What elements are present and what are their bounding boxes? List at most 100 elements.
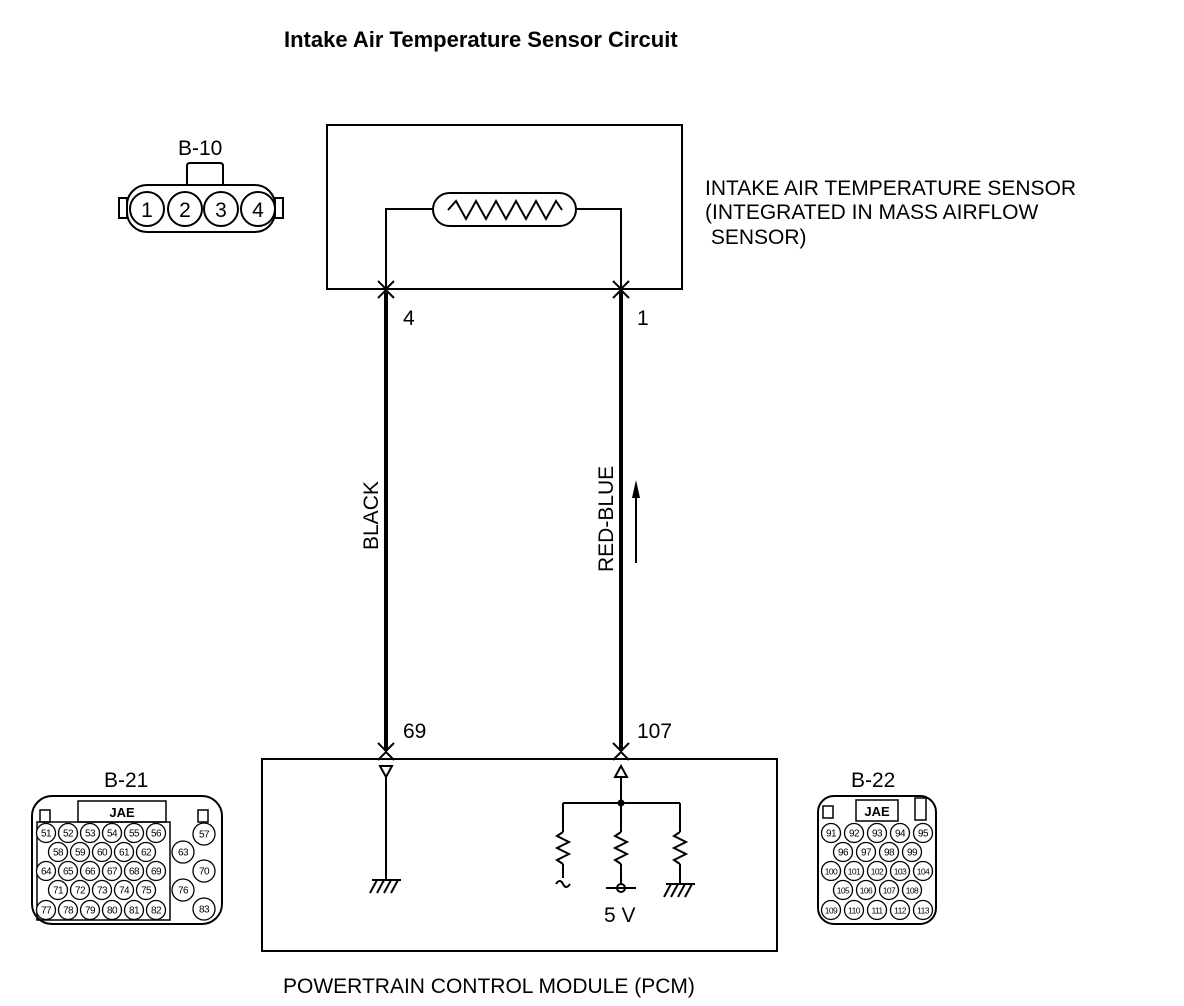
connector-b22-pin-label: 91 [826, 829, 837, 840]
connector-b21-pin: 72 [69, 879, 91, 901]
connector-b22-pin-label: 99 [907, 848, 918, 859]
connector-b22-pin-label: 107 [883, 886, 896, 896]
connector-b21-pin: 68 [123, 860, 145, 882]
connector-b21-pin-label: 67 [107, 867, 118, 878]
connector-b10-pin-label: 2 [179, 199, 191, 222]
connector-b21-pin-label: 51 [41, 829, 52, 840]
connector-b21-pin-label: 83 [199, 905, 210, 916]
connector-b10-tab-right [274, 197, 284, 219]
connector-b21-pin-label: 71 [53, 886, 64, 897]
terminal-arrow-icon [377, 750, 395, 761]
connector-b22-pin-label: 110 [848, 906, 861, 916]
pcm-label: POWERTRAIN CONTROL MODULE (PCM) [283, 975, 695, 998]
connector-b21-pin: 53 [79, 822, 101, 844]
input-triangle-icon [378, 765, 394, 780]
connector-b10-pin: 3 [203, 191, 239, 227]
sensor-label-line-1: INTAKE AIR TEMPERATURE SENSOR [705, 177, 1076, 200]
connector-b22-pin: 113 [912, 899, 934, 921]
connector-b21-pin: 81 [123, 899, 145, 921]
connector-b21-pin: 65 [57, 860, 79, 882]
terminal-arrow-icon [612, 288, 630, 299]
connector-b21-pin-label: 69 [151, 867, 162, 878]
connector-b21-pin-label: 62 [141, 848, 152, 859]
connector-b21-pin: 58 [47, 841, 69, 863]
connector-b21-id: B-21 [104, 769, 148, 792]
connector-b21-pin: 57 [192, 822, 216, 846]
connector-b21-pin: 69 [145, 860, 167, 882]
connector-b21-brand: JAE [109, 805, 135, 820]
resistor-icon [606, 803, 636, 893]
connector-b22-pin-label: 105 [837, 886, 850, 896]
connector-b22-pin: 101 [843, 860, 865, 882]
connector-b21-pin: 63 [171, 840, 195, 864]
connector-b22-pin: 110 [843, 899, 865, 921]
connector-b21-pin-label: 60 [97, 848, 108, 859]
signal-ground-icon [555, 880, 571, 888]
connector-b22-pin-label: 108 [906, 886, 919, 896]
connector-b22-pin-label: 112 [894, 906, 907, 916]
connector-b22-pin-label: 109 [825, 906, 838, 916]
connector-b21-pin-label: 58 [53, 848, 64, 859]
wire-color-red-blue: RED-BLUE [595, 466, 618, 572]
connector-b22-key-left [822, 805, 834, 819]
connector-b21-pin: 61 [113, 841, 135, 863]
connector-b22-pin: 100 [820, 860, 842, 882]
connector-b21-pin-label: 55 [129, 829, 140, 840]
connector-b22-id: B-22 [851, 769, 895, 792]
connector-b21-pin: 71 [47, 879, 69, 901]
connector-b22-pin-label: 97 [861, 848, 872, 859]
connector-b22-pin: 106 [855, 879, 877, 901]
connector-b10-pin-label: 4 [252, 199, 264, 222]
connector-b22-pin: 109 [820, 899, 842, 921]
connector-b21-pin-label: 68 [129, 867, 140, 878]
sensor-pin-right-label: 1 [637, 307, 649, 330]
connector-b21-pin: 62 [135, 841, 157, 863]
connector-b22-key-right [914, 797, 927, 821]
connector-b22-pin: 104 [912, 860, 934, 882]
connector-b21-pin: 82 [145, 899, 167, 921]
connector-b22-pin-label: 98 [884, 848, 895, 859]
connector-b10-pin: 4 [240, 191, 276, 227]
arrow-up-icon [632, 480, 640, 563]
connector-b22-pin-label: 95 [918, 829, 929, 840]
connector-b21-pin: 83 [192, 897, 216, 921]
input-triangle-icon [613, 763, 629, 778]
ground-icon [663, 883, 695, 898]
connector-b22-pin-label: 100 [825, 867, 838, 877]
connector-b22-pin: 96 [832, 841, 854, 863]
sensor-outline [326, 124, 683, 290]
connector-b21-pin-label: 53 [85, 829, 96, 840]
connector-b22-pin-label: 103 [894, 867, 907, 877]
connector-b10-tab-left [118, 197, 128, 219]
connector-b22-pin: 103 [889, 860, 911, 882]
connector-b21-pin-label: 54 [107, 829, 118, 840]
connector-b22-pin-label: 106 [860, 886, 873, 896]
connector-b21-pin-label: 52 [63, 829, 74, 840]
terminal-arrow-icon [377, 288, 395, 299]
sensor-wire-left [385, 208, 433, 289]
connector-b21-key-left [39, 809, 51, 823]
connector-b22-pin: 97 [855, 841, 877, 863]
connector-b21-pin: 59 [69, 841, 91, 863]
connector-b21-pin-label: 73 [97, 886, 108, 897]
connector-b22-pin: 111 [866, 899, 888, 921]
connector-b21-pin: 67 [101, 860, 123, 882]
diagram-title: Intake Air Temperature Sensor Circuit [284, 27, 678, 52]
connector-b21-pin: 73 [91, 879, 113, 901]
terminal-arrow-icon [612, 750, 630, 761]
connector-b21-pin-label: 70 [199, 867, 210, 878]
connector-b22-pin: 112 [889, 899, 911, 921]
connector-b21-pin: 60 [91, 841, 113, 863]
connector-b21-pin-label: 59 [75, 848, 86, 859]
connector-b22-pin-label: 102 [871, 867, 884, 877]
connector-b21-pin: 80 [101, 899, 123, 921]
connector-b10-pin-label: 3 [215, 199, 227, 222]
ground-icon [369, 879, 401, 894]
connector-b21-pin: 79 [79, 899, 101, 921]
connector-b21-pin: 70 [192, 859, 216, 883]
connector-b22-pin-label: 96 [838, 848, 849, 859]
sensor-wire-right [576, 208, 622, 289]
